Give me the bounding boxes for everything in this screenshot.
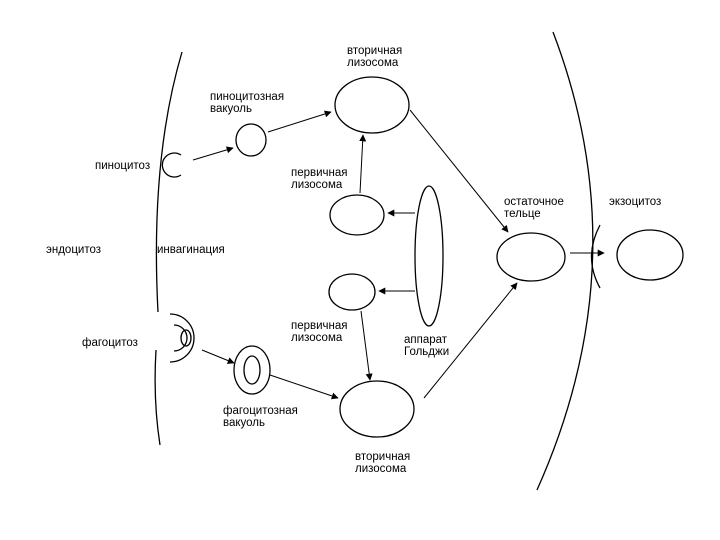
secondary-lysosome-bottom	[339, 380, 415, 438]
label-secondary-lysosome-bottom: вторичная лизосома	[355, 451, 410, 475]
label-line: первичная	[291, 320, 348, 332]
phagocytosis-invagination-outer	[169, 313, 195, 363]
label-secondary-lysosome-top: вторичная лизосома	[347, 45, 402, 69]
label-line: первичная	[291, 167, 348, 179]
primary-lysosome-top	[329, 194, 385, 236]
label-line: вакуоль	[223, 417, 265, 429]
label-line: вторичная	[355, 451, 411, 463]
arrow-secondary-top-to-residual	[409, 109, 509, 233]
label-golgi-apparatus: аппарат Гольджи	[404, 334, 449, 358]
label-line: вакуоль	[210, 103, 252, 115]
label-pinocytotic-vacuole: пиноцитозная вакуоль	[210, 91, 284, 115]
pinocytosis-invagination	[161, 152, 182, 178]
label-primary-lysosome-bottom: первичная лизосома	[291, 320, 348, 344]
label-line: тельце	[504, 208, 541, 220]
label-pinocytosis: пиноцитоз	[95, 160, 150, 172]
label-line: аппарат	[404, 334, 448, 346]
label-line: пиноцитозная	[210, 91, 285, 103]
label-line: лизосома	[347, 57, 399, 69]
residual-body	[496, 232, 566, 282]
label-line: остаточное	[504, 196, 564, 208]
label-line: фагоцитозная	[223, 405, 298, 417]
label-endocytosis: эндоцитоз	[46, 244, 101, 256]
label-line: пиноцитоз	[95, 160, 151, 172]
label-line: вторичная	[347, 45, 403, 57]
phagocytotic-vacuole-outer	[233, 345, 271, 395]
arrow-vacuole-to-secondary-top	[267, 110, 332, 133]
phagocytosis-invagination-inner	[173, 324, 188, 352]
arrow-pinocytosis-to-vacuole	[192, 146, 234, 161]
left-membrane-lower	[154, 349, 161, 446]
right-membrane	[536, 31, 594, 491]
label-line: лизосома	[291, 332, 343, 344]
label-exocytosis: экзоцитоз	[609, 196, 661, 208]
label-phagocytotic-vacuole: фагоцитозная вакуоль	[223, 405, 298, 429]
exocytosis-vesicle	[616, 229, 684, 281]
arrow-vacuole-to-secondary-bottom	[269, 374, 339, 400]
label-line: экзоцитоз	[609, 196, 662, 208]
arrow-primary-bottom-to-secondary-bottom	[360, 310, 373, 381]
secondary-lysosome-top	[334, 76, 410, 134]
label-line: эндоцитоз	[46, 244, 102, 256]
arrow-phagocytosis-to-vacuole	[201, 349, 235, 364]
pinocytotic-vacuole	[235, 123, 267, 157]
arrow-secondary-bottom-to-residual	[423, 282, 518, 399]
golgi-apparatus	[414, 185, 444, 327]
phagocytotic-vacuole-inner	[243, 355, 261, 385]
label-residual-body: остаточное тельце	[504, 196, 564, 220]
arrow-primary-to-secondary-top	[359, 134, 367, 194]
label-invagination: инвагинация	[157, 244, 225, 256]
label-phagocytosis: фагоцитоз	[82, 337, 138, 349]
phagocytosis-particle	[180, 329, 192, 347]
label-line: лизосома	[291, 179, 343, 191]
label-primary-lysosome-top: первичная лизосома	[291, 167, 348, 191]
exocytosis-bulge	[590, 224, 601, 289]
label-line: фагоцитоз	[82, 337, 138, 349]
primary-lysosome-bottom	[328, 273, 376, 311]
label-line: Гольджи	[404, 346, 450, 358]
label-line: инвагинация	[157, 244, 225, 256]
label-line: лизосома	[355, 463, 407, 475]
left-membrane-upper	[155, 51, 183, 313]
